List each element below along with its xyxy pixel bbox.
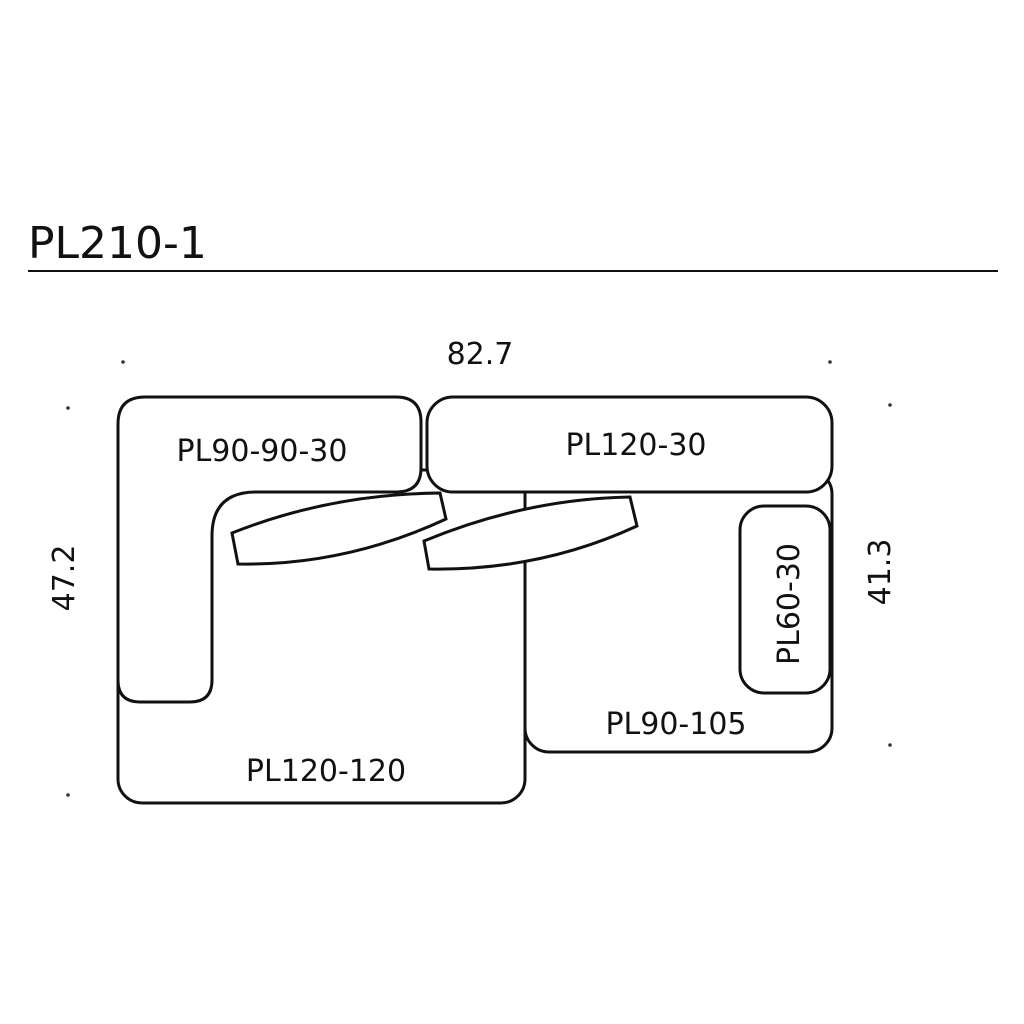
label-back: PL120-30 (565, 428, 706, 463)
dimension-markers (66, 360, 892, 797)
module-bolster (738, 504, 832, 695)
cushion-right (422, 495, 639, 571)
label-bolster: PL60-30 (772, 543, 807, 665)
module-back (425, 395, 834, 494)
label-corner-back: PL90-90-30 (177, 434, 348, 469)
right-depth-dimension: 41.3 (863, 539, 898, 606)
cushion-left (230, 491, 448, 566)
label-seat: PL90-105 (605, 707, 746, 742)
module-corner-back (116, 395, 423, 704)
label-corner-seat: PL120-120 (246, 754, 406, 789)
width-dimension: 82.7 (447, 337, 514, 372)
diagram-title: PL210-1 (28, 218, 207, 269)
left-depth-dimension: 47.2 (47, 545, 82, 612)
